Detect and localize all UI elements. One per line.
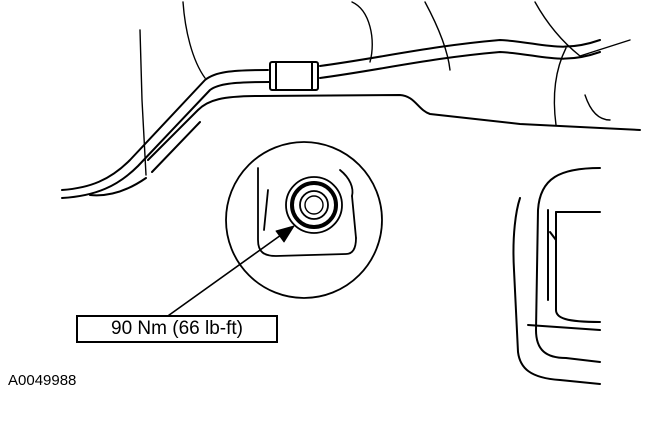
bolt-icon	[285, 176, 343, 234]
tube-line	[61, 39, 601, 199]
detail-circle	[225, 141, 383, 299]
background-frame	[139, 1, 631, 176]
torque-callout: 90 Nm (66 lb-ft)	[76, 315, 278, 343]
torque-value-label: 90 Nm (66 lb-ft)	[111, 318, 243, 339]
figure-id-label: A0049988	[8, 372, 77, 389]
mounting-bracket	[89, 94, 641, 197]
tube-clip	[269, 61, 319, 91]
leader-arrow	[164, 225, 295, 319]
right-component	[512, 167, 601, 385]
